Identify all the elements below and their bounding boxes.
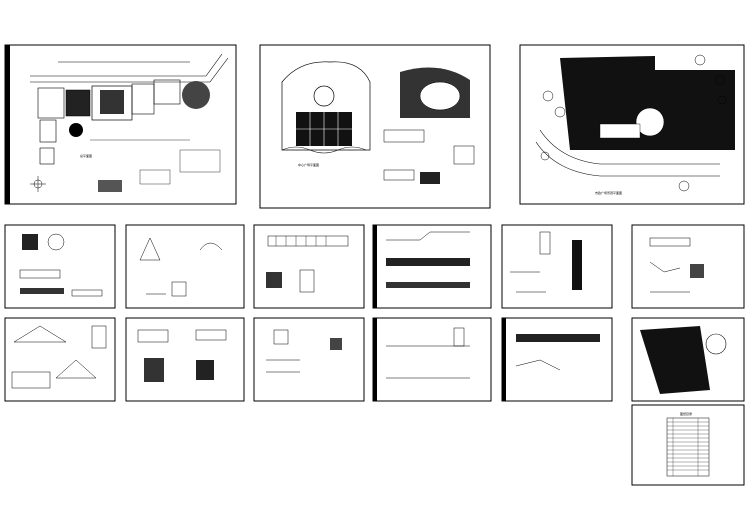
sheet-detail-10	[372, 317, 492, 402]
sheet-caption: 中心广场平面图	[298, 162, 319, 167]
sheet-detail-06	[631, 224, 745, 309]
sheet-detail-03	[253, 224, 365, 309]
sheet-detail-12	[631, 317, 745, 402]
sheet-detail-02	[125, 224, 245, 309]
sheet-site-plan: 总平面图	[4, 44, 237, 205]
sheet-caption: 市政广场景观平面图	[595, 190, 622, 195]
sheet-detail-04	[372, 224, 492, 309]
sheet-detail-08	[125, 317, 245, 402]
sheet-caption: 图纸目录	[680, 411, 692, 416]
sheet-detail-05	[501, 224, 613, 309]
sheet-detail-07	[4, 317, 116, 402]
sheet-detail-01	[4, 224, 116, 309]
sheet-caption: 总平面图	[80, 153, 92, 158]
sheet-detail-11	[501, 317, 613, 402]
sheet-square-plan: 中心广场平面图	[259, 44, 491, 209]
sheet-detail-09	[253, 317, 365, 402]
sheet-landscape-plan: 市政广场景观平面图	[519, 44, 745, 205]
sheet-drawing-index: 图纸目录	[631, 404, 745, 486]
